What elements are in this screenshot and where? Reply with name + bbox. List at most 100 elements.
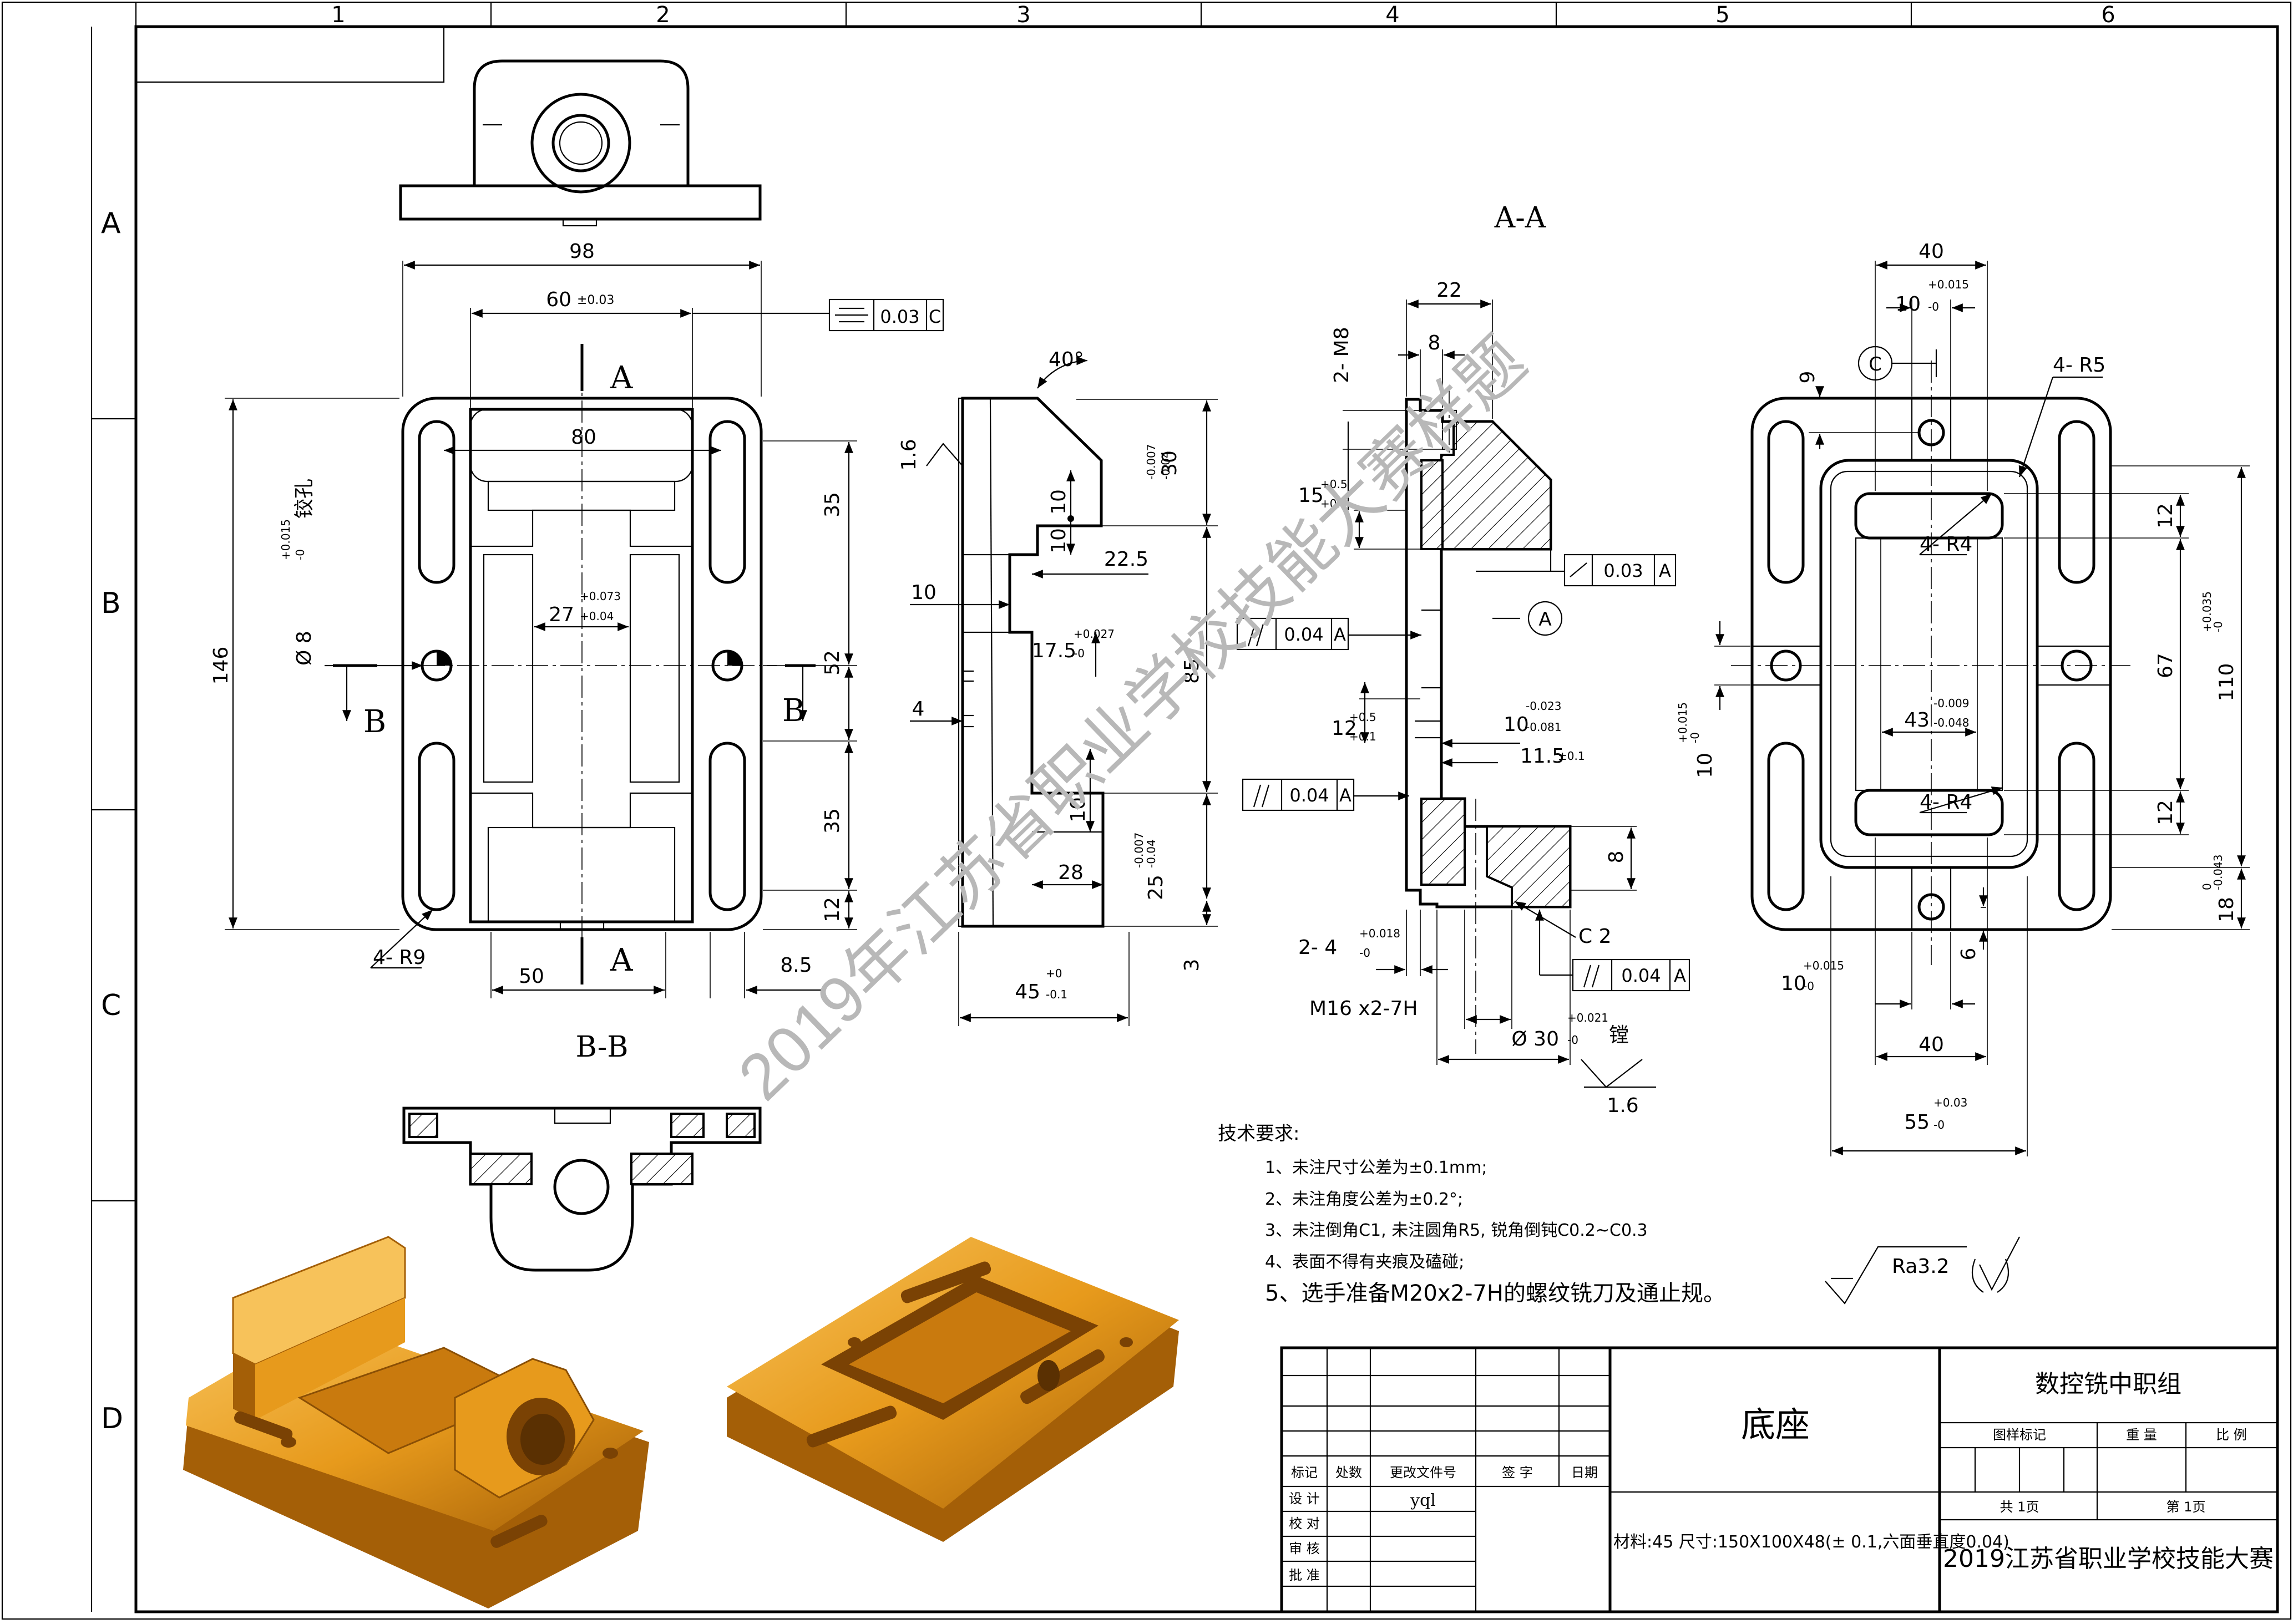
dimension-label: +0.5 [1320, 478, 1348, 491]
col-label: 3 [1016, 2, 1030, 28]
row-label: B [101, 587, 121, 620]
dimension-label: +0.5 [1349, 710, 1376, 724]
dimension-label: 10 [911, 581, 937, 604]
dimension-label: -0.048 [1933, 716, 1969, 729]
dimension-label: +0.018 [1359, 927, 1400, 940]
col-label: 2 [656, 2, 670, 28]
dimension-label: 15 [1298, 484, 1324, 507]
isometric-render-back [727, 1237, 1179, 1542]
dimension-label: Ra3.2 [1892, 1255, 1950, 1278]
dimension-label: 40 [1919, 1033, 1944, 1056]
dimension-label: 110 [2215, 663, 2238, 702]
dimension-label: A [610, 942, 633, 978]
dimension-label: 标记 [1291, 1465, 1318, 1480]
dimension-label: 9 [1796, 371, 1819, 384]
dimension-label: +0.015 [1676, 702, 1689, 743]
dimension-label: +0.073 [580, 590, 621, 603]
dimension-label: 审 核 [1289, 1541, 1320, 1556]
dimension-label: 10 [1895, 293, 1921, 316]
dimension-label: 12 [1332, 717, 1357, 740]
dimension-label: +0.027 [1074, 627, 1115, 641]
col-label: 5 [1715, 2, 1729, 28]
group-name: 数控铣中职组 [2035, 1370, 2181, 1398]
tech-req-item: 1、未注尺寸公差为±0.1mm; [1265, 1158, 1487, 1178]
designer-name: yql [1410, 1491, 1436, 1510]
dimension-label: +0.015 [1803, 959, 1844, 972]
dimension-label: +0.1 [1349, 730, 1376, 743]
dimension-label: 重 量 [2126, 1427, 2157, 1443]
watermark: 2019年江苏省职业学校技能大赛样题 [725, 324, 1540, 1114]
dimension-label: 25 [1145, 875, 1167, 900]
dimension-label: 55 [1904, 1111, 1930, 1134]
dimension-label: 2- 4 [1298, 936, 1337, 959]
dimension-label: 12 [2154, 503, 2177, 529]
dimension-label: A [610, 360, 633, 396]
dimension-label: +0.03 [1933, 1096, 1967, 1109]
dimension-label: -0 [1074, 647, 1085, 660]
tech-req-item: 4、表面不得有夹痕及磕碰; [1265, 1252, 1464, 1272]
dimension-label: +0 [1046, 967, 1062, 980]
dimension-label: 146 [210, 647, 232, 685]
dimension-label: -0.023 [1526, 699, 1561, 713]
title-block [1280, 1346, 2279, 1613]
dimension-label: 30 [1158, 450, 1181, 476]
dimension-label: -0.007 [1145, 444, 1158, 480]
roughness-symbol: Ra3.2 [1825, 1236, 2020, 1305]
dimension-label: 共 1页 [2000, 1499, 2039, 1515]
col-label: 4 [1385, 2, 1399, 28]
dimension-label: -0 [1803, 980, 1814, 993]
dimension-label: 4- R4 [1920, 533, 1972, 556]
row-label: D [101, 1402, 123, 1435]
dimension-label: 67 [2154, 653, 2177, 678]
dimension-label: 0.04 [1284, 624, 1323, 645]
dimension-label: 铰孔 [293, 479, 316, 519]
dimension-label: 85 [1181, 658, 1203, 684]
dimension-label: 40 [1919, 240, 1944, 263]
dimension-label: B [782, 693, 805, 729]
dimension-label: 10 [1047, 528, 1070, 554]
column-labels: 1 2 3 4 5 6 [331, 2, 2115, 28]
dimension-label: 日期 [1571, 1465, 1598, 1480]
dimension-label: -0 [1928, 300, 1939, 313]
dimension-label: 1.6 [1607, 1094, 1638, 1117]
section-aa-dimensions: 22 8 2- M8 15 +0.5 +0.1 0.03 A A 0 [1236, 279, 1690, 1117]
dimension-label: M16 x2-7H [1309, 997, 1418, 1020]
dimension-label: ±0.03 [577, 293, 614, 307]
dimension-label: 4- R9 [373, 946, 426, 969]
dimension-label: 2- M8 [1330, 327, 1353, 383]
dimension-label: B [363, 704, 386, 740]
tech-req-item: 2、未注角度公差为±0.2°; [1265, 1190, 1463, 1209]
dimension-label: 17.5 [1032, 640, 1076, 662]
side-view [958, 397, 1105, 928]
dimension-label: 4- R4 [1920, 791, 1972, 814]
dimension-label: 27 [549, 603, 574, 626]
dimension-label: 1.6 [898, 439, 920, 470]
dimension-label: +0.1 [1320, 497, 1348, 510]
dimension-label: 图样标记 [1993, 1427, 2046, 1443]
dimension-label: 80 [571, 426, 596, 449]
row-label: A [101, 207, 121, 240]
dimension-label: 4- R5 [2053, 354, 2105, 377]
dimension-label: 0.04 [1621, 965, 1661, 986]
dimension-label: 50 [519, 965, 544, 988]
dimension-label: 0 [2200, 883, 2214, 890]
col-label: 1 [331, 2, 345, 28]
dimension-label: 处数 [1335, 1465, 1362, 1480]
bottom-view-dimensions: 40 10 +0.015 -0 C 9 4- R5 4- R4 4- R4 12 [1676, 240, 2250, 1156]
dimension-label: -0.043 [2211, 855, 2225, 890]
dimension-label: -0 [1933, 1118, 1945, 1131]
dimension-label: 10 [1504, 713, 1529, 736]
tech-req-heading: 技术要求: [1218, 1123, 1299, 1145]
row-labels: A B C D [101, 207, 123, 1435]
dimension-label: 签 字 [1502, 1465, 1533, 1480]
dimension-label: A [1674, 965, 1686, 986]
dimension-label: 40° [1049, 348, 1084, 371]
dimension-label: 22 [1436, 279, 1462, 302]
dimension-label: 12 [821, 897, 844, 922]
side-view-dimensions: 40° 1.6 30 -0.007 -0.04 85 25 -0.007 -0.… [898, 348, 1218, 1026]
dimension-label: Ø 8 [293, 631, 316, 666]
dimension-label: 比 例 [2216, 1427, 2247, 1443]
dimension-label: 镗 [1609, 1024, 1629, 1047]
col-label: 6 [2101, 2, 2115, 28]
dimension-label: 60 [546, 288, 571, 311]
